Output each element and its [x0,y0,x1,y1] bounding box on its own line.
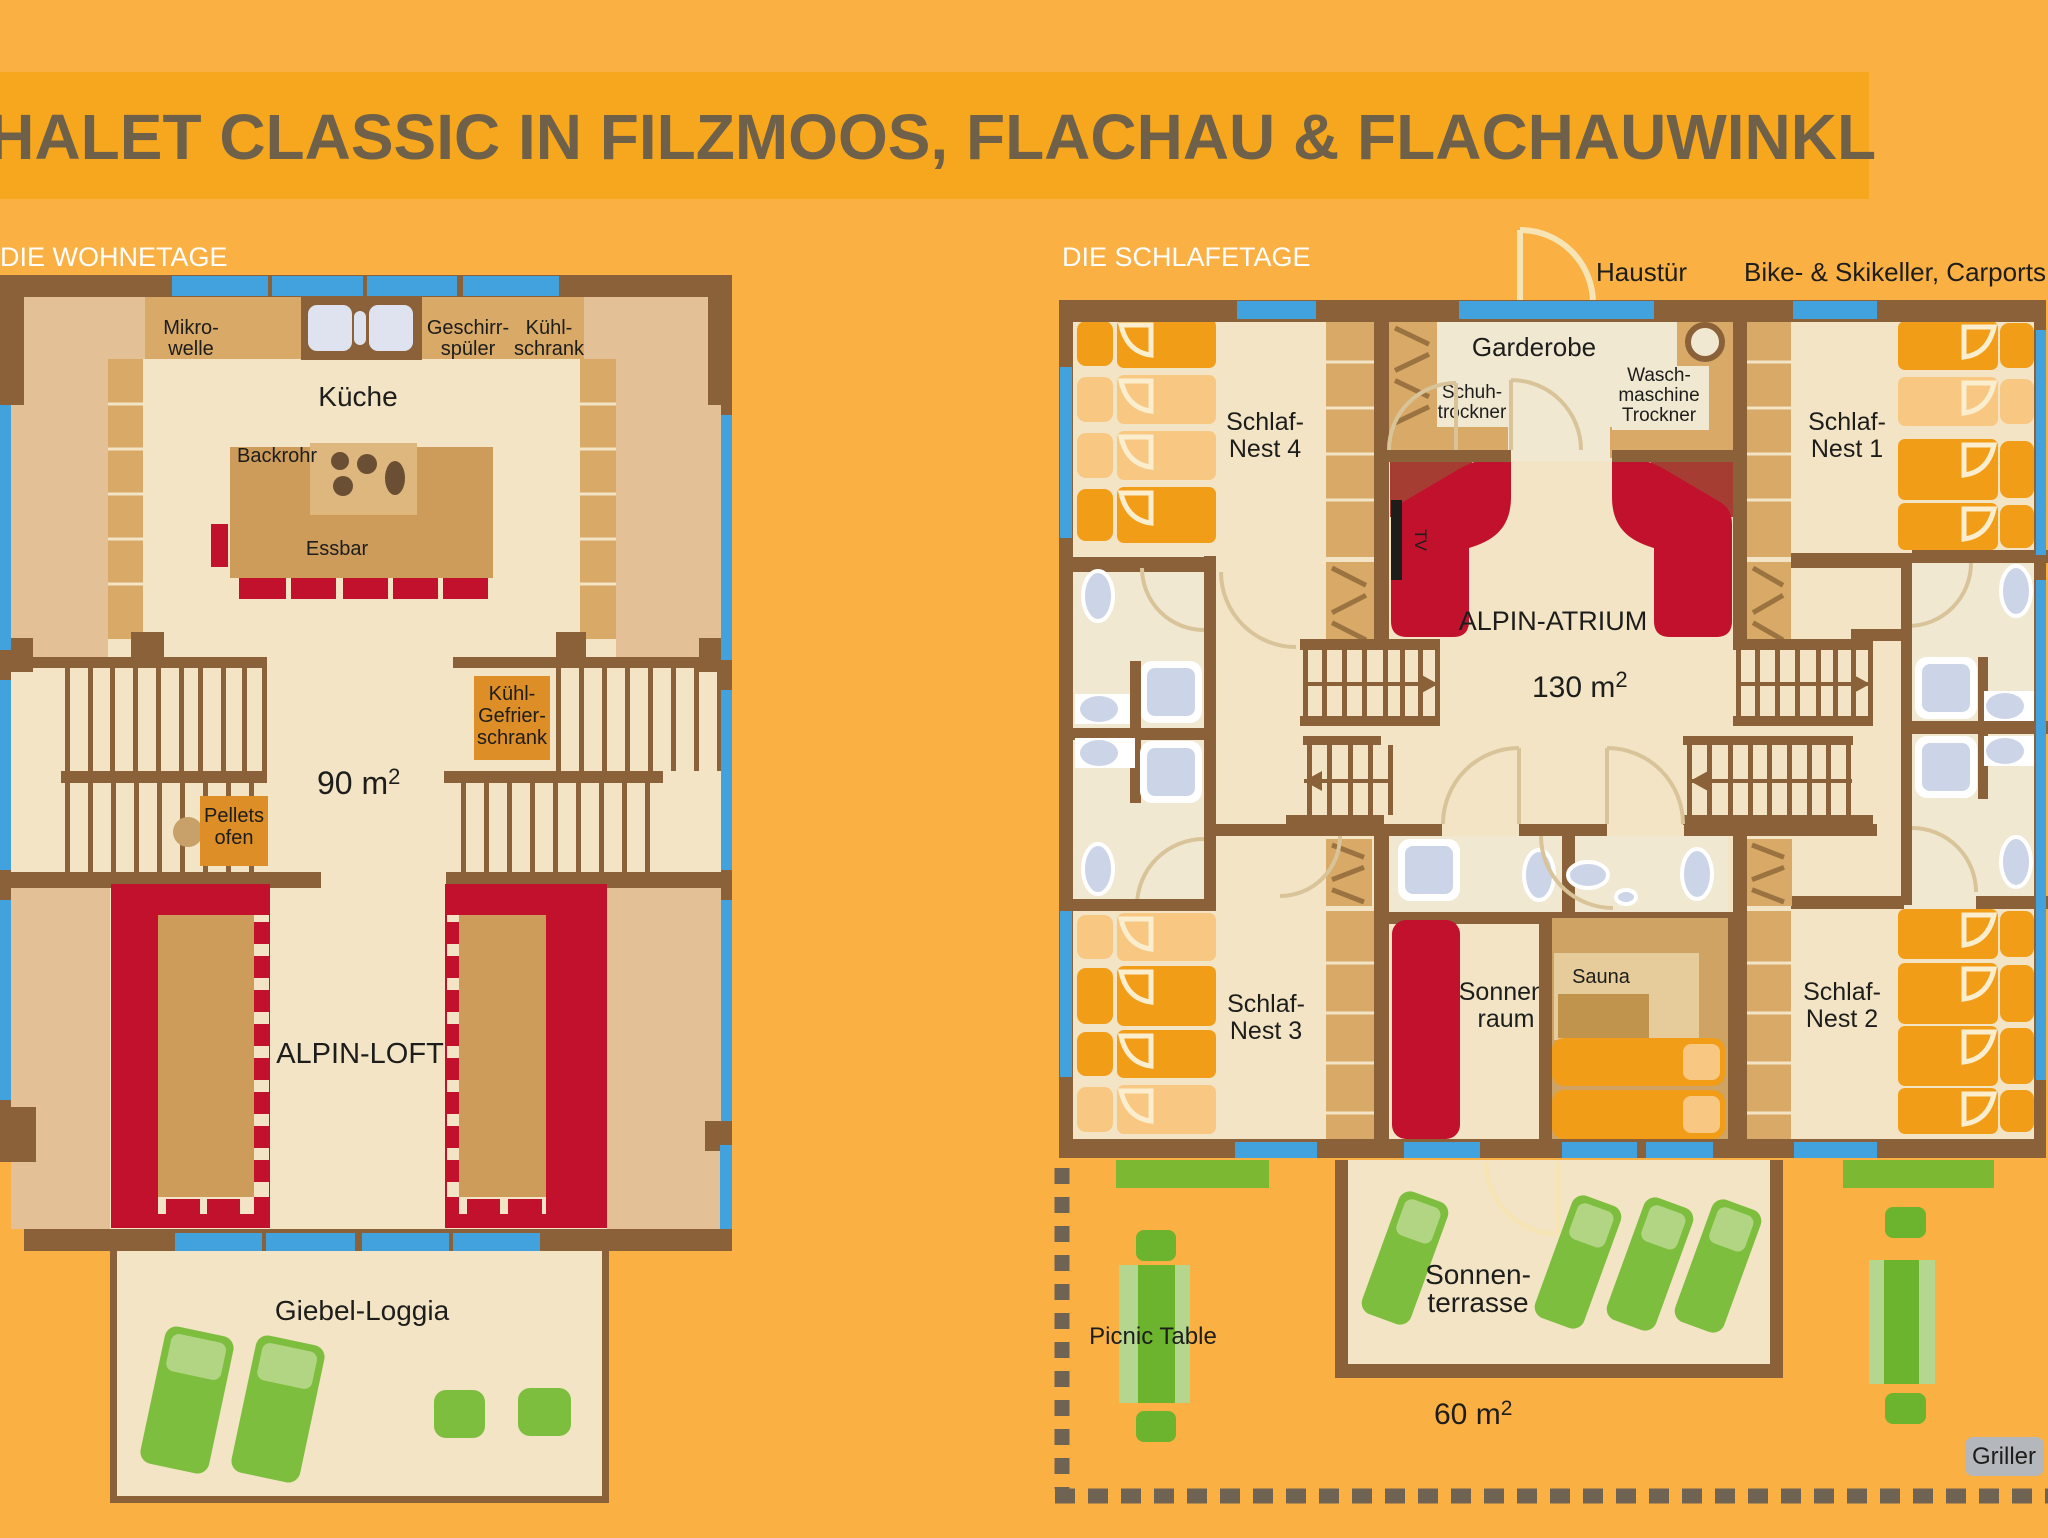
svg-text:trockner: trockner [1438,402,1507,423]
svg-text:ALPIN-LOFT: ALPIN-LOFT [276,1038,444,1070]
svg-text:Gefrier-: Gefrier- [478,705,546,727]
svg-text:spüler: spüler [441,338,496,360]
svg-text:Schlaf-: Schlaf- [1226,408,1304,436]
svg-text:Nest 3: Nest 3 [1230,1017,1302,1045]
svg-text:Nest 2: Nest 2 [1806,1005,1878,1033]
svg-text:Essbar: Essbar [306,538,369,560]
svg-text:Sauna: Sauna [1572,966,1631,988]
svg-text:Sonnen-: Sonnen- [1425,1259,1531,1290]
svg-text:Giebel-Loggia: Giebel-Loggia [275,1295,450,1326]
svg-text:welle: welle [167,338,214,360]
svg-text:maschine: maschine [1618,385,1699,406]
svg-text:TV: TV [1411,529,1430,551]
svg-text:Griller: Griller [1972,1443,2036,1470]
svg-text:Backrohr: Backrohr [237,445,317,467]
svg-text:DIE WOHNETAGE: DIE WOHNETAGE [0,242,228,272]
svg-text:schrank: schrank [477,727,548,749]
svg-text:Schlaf-: Schlaf- [1803,978,1881,1006]
svg-text:Garderobe: Garderobe [1472,332,1596,362]
svg-text:Picnic Table: Picnic Table [1089,1323,1217,1350]
svg-text:Trockner: Trockner [1622,405,1697,426]
svg-text:Nest 4: Nest 4 [1229,435,1301,463]
svg-text:Geschirr-: Geschirr- [427,317,509,339]
svg-text:ofen: ofen [215,827,254,849]
svg-text:60 m2: 60 m2 [1434,1397,1512,1431]
svg-text:Bike- & Skikeller, Carports: Bike- & Skikeller, Carports [1744,257,2046,287]
svg-text:DIE SCHLAFETAGE: DIE SCHLAFETAGE [1062,242,1311,272]
svg-text:Nest 1: Nest 1 [1811,435,1883,463]
svg-text:Kühl-: Kühl- [526,317,573,339]
svg-text:Mikro-: Mikro- [163,317,219,339]
svg-text:Küche: Küche [318,381,397,412]
svg-text:terrasse: terrasse [1427,1287,1528,1318]
svg-text:90 m2: 90 m2 [317,764,400,801]
svg-text:Schlaf-: Schlaf- [1808,408,1886,436]
svg-text:Schlaf-: Schlaf- [1227,990,1305,1018]
svg-text:Sonnen-: Sonnen- [1459,978,1554,1006]
svg-text:ALPIN-ATRIUM: ALPIN-ATRIUM [1459,606,1648,636]
svg-text:Wasch-: Wasch- [1627,365,1691,386]
svg-text:CHALET CLASSIC IN FILZMOOS, FL: CHALET CLASSIC IN FILZMOOS, FLACHAU & FL… [0,101,1876,173]
svg-text:Pellets: Pellets [204,805,264,827]
svg-text:raum: raum [1478,1005,1535,1033]
svg-text:schrank: schrank [514,338,585,360]
svg-text:Kühl-: Kühl- [489,683,536,705]
svg-text:Haustür: Haustür [1596,257,1687,287]
svg-text:130 m2: 130 m2 [1532,667,1628,704]
